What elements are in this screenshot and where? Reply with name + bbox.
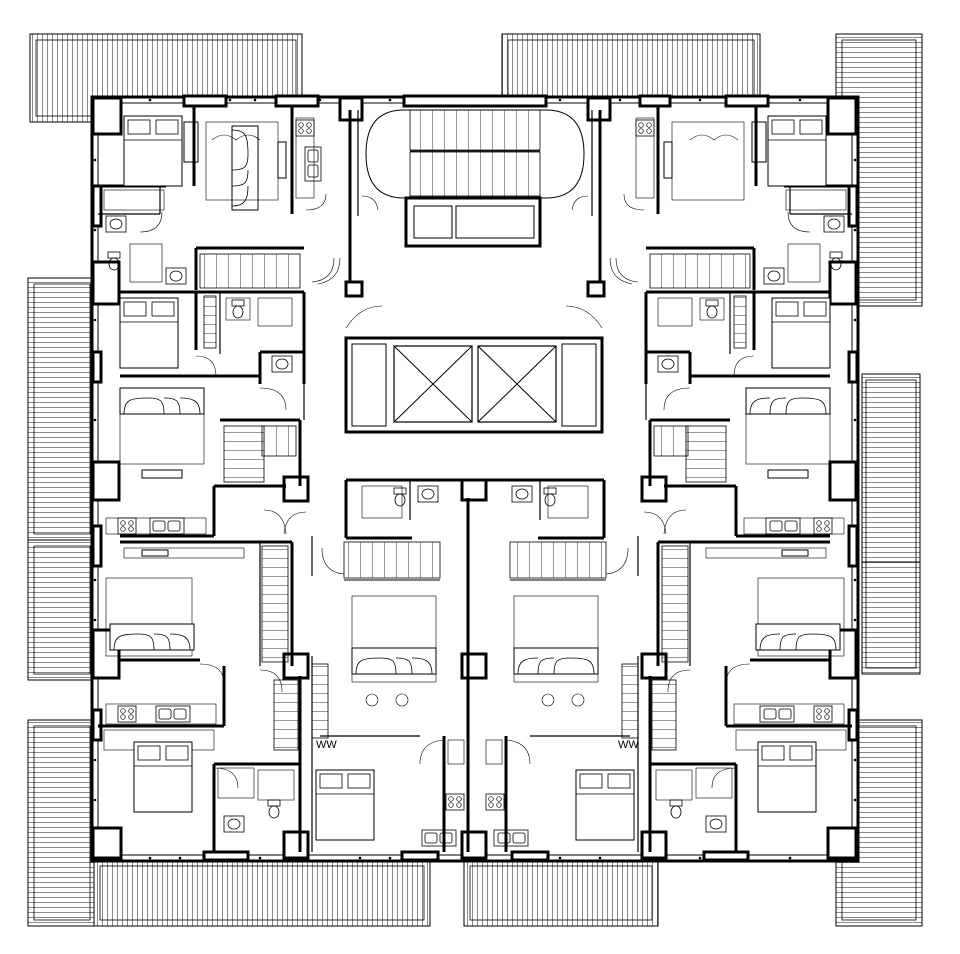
stair-core (317, 109, 633, 298)
unit-right-lower (648, 540, 852, 852)
balcony-bottom-left-corner (27, 719, 431, 927)
balcony-right (861, 373, 921, 675)
unit-left-lower (98, 540, 302, 852)
unit-left-middle (105, 290, 306, 538)
balcony-top-center (501, 33, 761, 101)
balconies (27, 33, 923, 927)
unit-center-lower-right (485, 478, 667, 852)
corridors (303, 384, 647, 576)
balcony-left-lower (27, 539, 95, 681)
svg-text:WW: WW (316, 739, 337, 751)
wardrobe-mark: WW (618, 739, 639, 751)
unit-top-right (615, 106, 852, 290)
balcony-left-upper (27, 277, 95, 541)
unit-center-lower-left: WW (283, 478, 470, 852)
core (317, 109, 633, 434)
unit-right-middle (644, 290, 845, 538)
elevator-bank (344, 305, 604, 434)
balcony-bottom-center (463, 859, 659, 927)
unit-top-left (98, 106, 335, 290)
